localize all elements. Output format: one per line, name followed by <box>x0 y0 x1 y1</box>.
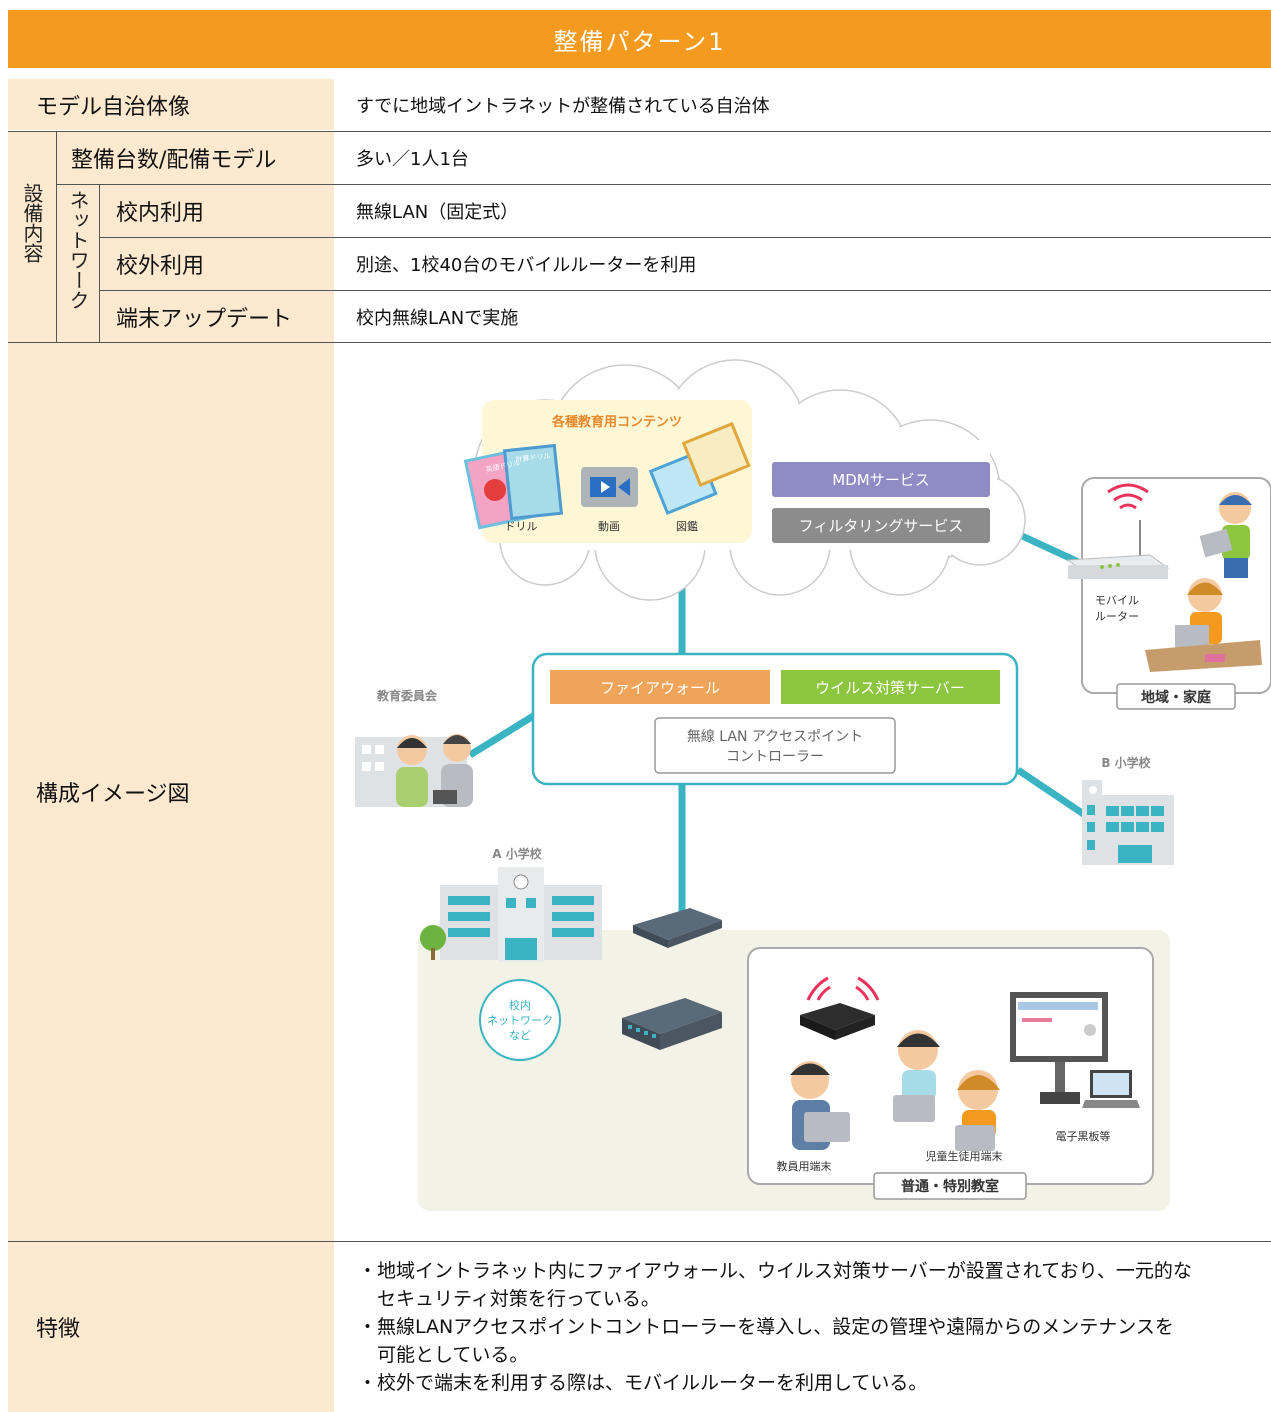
model-value-cell: すでに地域イントラネットが整備されている自治体 <box>356 79 1256 130</box>
picture-book-icon <box>648 421 751 516</box>
home-label: 地域・家庭 <box>1141 689 1212 706</box>
feature-line: ・地域イントラネット内にファイアウォール、ウイルス対策サーバーが設置されており、… <box>358 1260 1192 1282</box>
mdm-box <box>772 462 990 497</box>
features-label: 特徴 <box>36 1317 81 1342</box>
divider <box>56 184 1271 185</box>
board-label: 教育委員会 <box>376 688 438 703</box>
zukan-label: 図鑑 <box>676 519 698 533</box>
ap-controller-box <box>654 717 896 774</box>
teacher-icon <box>790 1061 850 1150</box>
network-diagram: 各種教育用コンテンツ 英語ドリル 計算ドリル ドリル 動画 図鑑 MDMサービス… <box>355 359 1271 1211</box>
diagram-label: 構成イメージ図 <box>36 782 190 807</box>
out-school-label: 校外利用 <box>116 254 205 279</box>
video-label: 動画 <box>598 519 620 533</box>
equip-group-label: 設備内容 <box>20 183 44 263</box>
diagram-label-cell: 構成イメージ図 <box>8 343 334 1241</box>
out-school-value: 別途、1校40台のモバイルルーターを利用 <box>356 255 697 276</box>
electronic-whiteboard-icon <box>1010 992 1140 1108</box>
ap-controller-line1: 無線 LAN アクセスポイント <box>687 729 863 745</box>
in-school-value-cell: 無線LAN（固定式） <box>356 185 1256 237</box>
contents-title: 各種教育用コンテンツ <box>551 414 682 430</box>
school-a-label: A 小学校 <box>492 846 542 861</box>
model-value: すでに地域イントラネットが整備されている自治体 <box>356 95 770 117</box>
out-school-value-cell: 別途、1校40台のモバイルルーターを利用 <box>356 238 1256 290</box>
school-net-line2: ネットワーク <box>487 1014 553 1027</box>
update-value: 校内無線LANで実施 <box>356 307 519 329</box>
video-icon <box>581 467 638 507</box>
out-school-label-cell: 校外利用 <box>100 238 334 290</box>
count-value-cell: 多い／1人1台 <box>356 132 1256 184</box>
divider <box>8 342 1271 343</box>
in-school-value: 無線LAN（固定式） <box>356 202 519 223</box>
school-b-label: B 小学校 <box>1101 755 1151 770</box>
school-a-building-icon <box>420 867 602 962</box>
divider <box>8 1241 1271 1242</box>
feature-line: ・無線LANアクセスポイントコントローラーを導入し、設定の管理や遠隔からのメンテ… <box>358 1316 1174 1338</box>
mobile-router-icon <box>1066 483 1170 579</box>
mobile-router-line1: モバイル <box>1095 594 1139 607</box>
switch-icon <box>622 998 722 1050</box>
access-point-icon <box>800 976 880 1040</box>
feature-line: 可能としている。 <box>358 1344 529 1366</box>
student-device-label: 児童生徒用端末 <box>926 1149 1003 1163</box>
teacher-device-label: 教員用端末 <box>777 1159 832 1173</box>
divider <box>99 237 1271 238</box>
in-school-label-cell: 校内利用 <box>100 185 334 237</box>
antivirus-box <box>781 670 1000 704</box>
filtering-label: フィルタリングサービス <box>799 517 964 535</box>
update-label: 端末アップデート <box>116 306 293 332</box>
school-net-line1: 校内 <box>509 998 531 1012</box>
school-network-circle <box>479 979 561 1061</box>
divider <box>99 185 100 342</box>
ap-controller-line2: コントローラー <box>726 749 824 765</box>
school-net-line3: など <box>509 1029 531 1042</box>
feature-line: セキュリティ対策を行っている。 <box>358 1288 660 1310</box>
student-boy-icon <box>893 1030 940 1122</box>
antivirus-label: ウイルス対策サーバー <box>815 679 965 697</box>
switch-icon <box>633 908 722 948</box>
count-label-cell: 整備台数/配備モデル <box>57 132 334 184</box>
features-label-cell: 特徴 <box>8 1242 334 1412</box>
model-label-cell: モデル自治体像 <box>8 79 334 130</box>
mobile-router-line2: ルーター <box>1095 610 1139 623</box>
model-label: モデル自治体像 <box>36 94 191 120</box>
network-group-label: ネットワーク <box>66 190 90 310</box>
filtering-box <box>772 508 990 543</box>
features-list: ・地域イントラネット内にファイアウォール、ウイルス対策サーバーが設置されており、… <box>358 1257 1263 1407</box>
mdm-label: MDMサービス <box>832 471 929 489</box>
book2-label: 計算ドリル <box>515 451 551 464</box>
feature-line: ・校外で端末を利用する際は、モバイルルーターを利用している。 <box>358 1372 928 1394</box>
count-label: 整備台数/配備モデル <box>71 148 277 173</box>
drill-label: ドリル <box>505 520 538 533</box>
home-student-girl-icon <box>1145 578 1262 672</box>
home-label-box <box>1116 683 1236 710</box>
firewall-box <box>550 670 770 704</box>
divider <box>99 290 1271 291</box>
in-school-label: 校内利用 <box>116 201 205 226</box>
count-value: 多い／1人1台 <box>356 149 469 170</box>
board-staff-icon <box>396 734 473 807</box>
page-title: 整備パターン1 <box>8 10 1271 68</box>
update-label-cell: 端末アップデート <box>100 291 334 342</box>
school-b-building-icon <box>1082 780 1174 865</box>
firewall-label: ファイアウォール <box>600 679 720 697</box>
eboard-label: 電子黒板等 <box>1056 1129 1111 1143</box>
divider <box>8 131 1271 132</box>
divider <box>56 132 57 342</box>
classroom-label-box <box>873 1172 1027 1200</box>
classroom-label: 普通・特別教室 <box>901 1178 999 1195</box>
student-girl-icon <box>955 1070 1000 1151</box>
update-value-cell: 校内無線LANで実施 <box>356 291 1256 342</box>
home-student-boy-icon <box>1199 492 1252 578</box>
drill-book-icon: 英語ドリル 計算ドリル <box>463 443 564 530</box>
